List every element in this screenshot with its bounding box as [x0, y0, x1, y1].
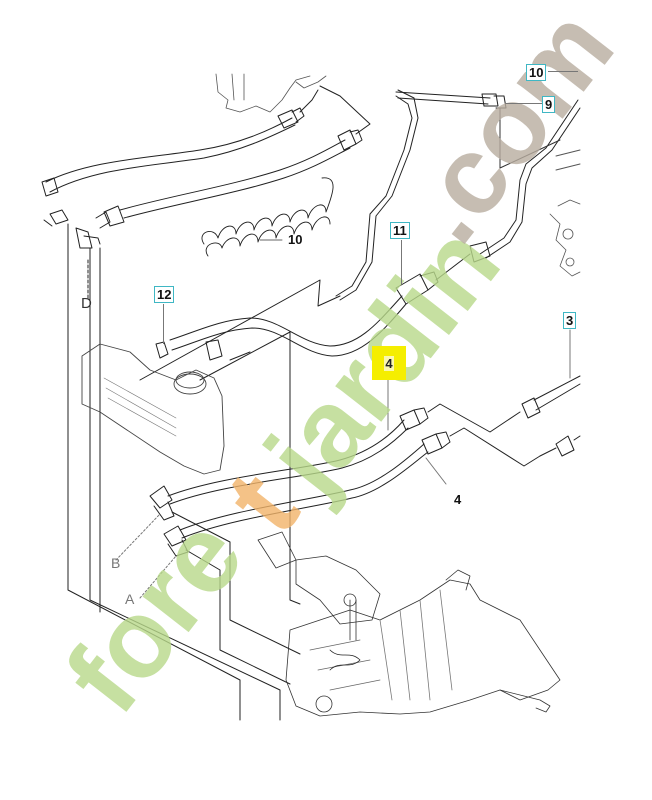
- elbow-fitting-left: [43, 209, 101, 249]
- connection-lines-lower: [115, 363, 447, 685]
- hose-11: [169, 253, 471, 357]
- callout-label: A: [125, 591, 135, 607]
- callout-label: B: [111, 555, 121, 571]
- connection-a: A: [125, 592, 134, 607]
- callout-label: 10: [529, 65, 544, 80]
- oil-reservoir: [81, 343, 225, 475]
- leader-line: [401, 240, 402, 284]
- callout-4-highlighted: 4: [372, 346, 406, 380]
- rigid-tube-right: [395, 91, 581, 263]
- connection-lines-left: [67, 223, 281, 721]
- hose-upper-1: [41, 89, 319, 197]
- connection-lines-center: [139, 279, 341, 605]
- hose-upper-2: [95, 85, 371, 229]
- callout-label: D: [81, 295, 92, 312]
- callout-4: 4: [454, 492, 461, 507]
- connection-d: D: [81, 296, 92, 311]
- callout-label: 4: [384, 355, 394, 371]
- callout-label: 11: [393, 223, 407, 238]
- callout-10: 10: [288, 232, 302, 247]
- callout-3: 3: [563, 312, 577, 329]
- hose-clamp-12: [155, 339, 223, 361]
- nut-fittings-right: [521, 149, 581, 457]
- elbow-fitting-a: [163, 525, 189, 557]
- callout-11: 11: [390, 222, 410, 239]
- leader-line: [163, 304, 164, 344]
- elbow-fitting-b: [149, 485, 175, 521]
- leader-line: [506, 103, 542, 104]
- connection-b: B: [111, 556, 120, 571]
- spiral-guard: [201, 177, 334, 257]
- callout-label: 10: [288, 232, 303, 247]
- callout-9: 9: [542, 96, 556, 113]
- hose-4-upper: [167, 403, 521, 505]
- hose-4-lower: [179, 427, 541, 539]
- callout-label: 4: [454, 492, 462, 507]
- valve-block-right: [549, 199, 581, 277]
- callout-12: 12: [154, 286, 175, 303]
- pump-body-top: [215, 73, 327, 113]
- transaxle: [257, 531, 561, 717]
- leader-line: [548, 71, 578, 72]
- rigid-tube-center: [335, 89, 419, 301]
- callout-label: 3: [566, 313, 574, 328]
- watermark-fore: fore: [42, 495, 267, 734]
- callout-label: 12: [157, 287, 172, 302]
- callout-label: 9: [545, 97, 553, 112]
- callout-10-top: 10: [526, 64, 547, 81]
